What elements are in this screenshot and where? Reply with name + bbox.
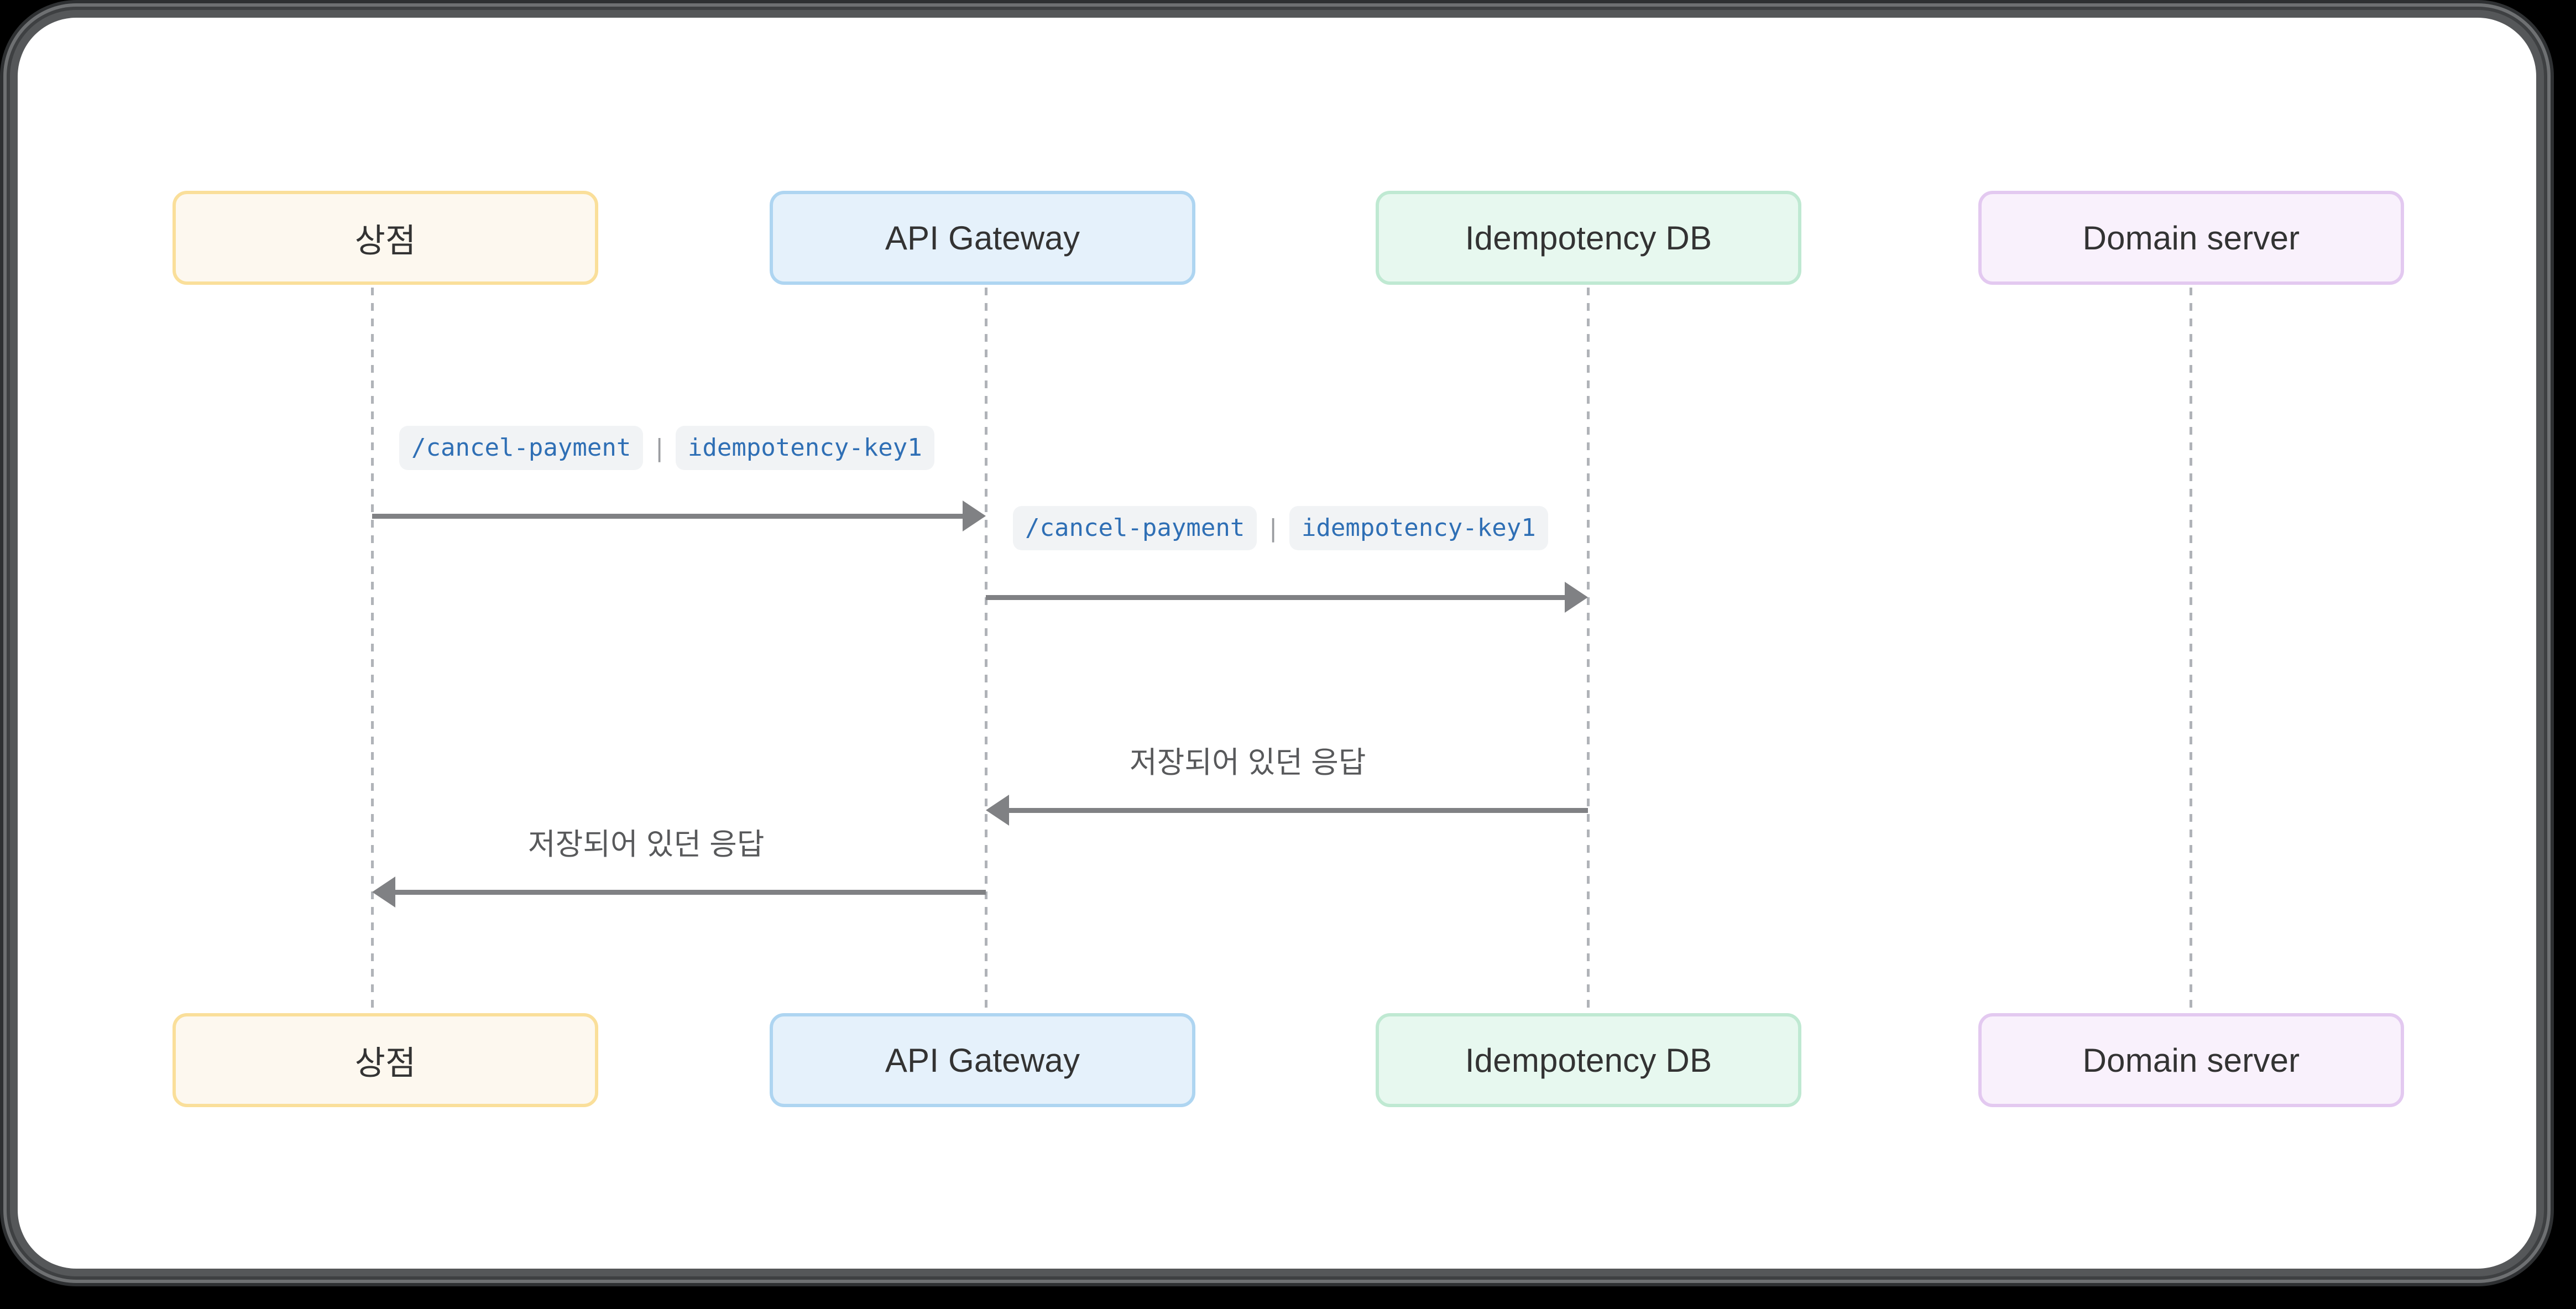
participant-label-db-bottom: Idempotency DB bbox=[1465, 1041, 1712, 1079]
participant-label-domain-bottom: Domain server bbox=[2082, 1041, 2300, 1079]
message-label-4: 저장되어 있던 응답 bbox=[528, 828, 765, 861]
lifeline-db bbox=[1587, 288, 1590, 1012]
code-chip-endpoint-1: /cancel-payment bbox=[399, 426, 644, 470]
participant-label-gateway-bottom: API Gateway bbox=[885, 1041, 1080, 1079]
code-separator-1: | bbox=[652, 434, 667, 462]
participant-box-db-bottom[interactable]: Idempotency DB bbox=[1376, 1013, 1801, 1107]
participant-label-shop-top: 상점 bbox=[354, 222, 416, 259]
participant-label-gateway-top: API Gateway bbox=[885, 219, 1080, 257]
lifeline-domain bbox=[2190, 288, 2192, 1012]
lifeline-shop bbox=[371, 288, 374, 1012]
code-chip-key-2: idempotency-key1 bbox=[1289, 506, 1548, 550]
lifeline-gateway bbox=[985, 288, 987, 1012]
message-arrowhead-1 bbox=[963, 500, 986, 531]
message-line-1 bbox=[372, 514, 963, 519]
participant-box-db-top[interactable]: Idempotency DB bbox=[1376, 191, 1801, 285]
code-separator-2: | bbox=[1266, 514, 1281, 543]
participant-label-db-top: Idempotency DB bbox=[1465, 219, 1712, 257]
message-line-4 bbox=[395, 890, 986, 895]
message-label-2: /cancel-payment | idempotency-key1 bbox=[1013, 506, 1548, 550]
message-label-3: 저장되어 있던 응답 bbox=[1130, 746, 1366, 779]
participant-label-domain-top: Domain server bbox=[2082, 219, 2300, 257]
message-line-2 bbox=[986, 595, 1565, 600]
participant-box-gateway-bottom[interactable]: API Gateway bbox=[770, 1013, 1195, 1107]
message-line-3 bbox=[1009, 808, 1588, 813]
participant-label-shop-bottom: 상점 bbox=[354, 1044, 416, 1082]
participant-box-domain-bottom[interactable]: Domain server bbox=[1978, 1013, 2404, 1107]
message-arrowhead-3 bbox=[986, 795, 1009, 826]
message-arrowhead-4 bbox=[372, 877, 395, 908]
participant-box-shop-bottom[interactable]: 상점 bbox=[173, 1013, 598, 1107]
participant-box-domain-top[interactable]: Domain server bbox=[1978, 191, 2404, 285]
code-chip-endpoint-2: /cancel-payment bbox=[1013, 506, 1257, 550]
message-label-1: /cancel-payment | idempotency-key1 bbox=[399, 426, 934, 470]
code-chip-key-1: idempotency-key1 bbox=[675, 426, 934, 470]
participant-box-shop-top[interactable]: 상점 bbox=[173, 191, 598, 285]
message-arrowhead-2 bbox=[1565, 582, 1588, 613]
participant-box-gateway-top[interactable]: API Gateway bbox=[770, 191, 1195, 285]
